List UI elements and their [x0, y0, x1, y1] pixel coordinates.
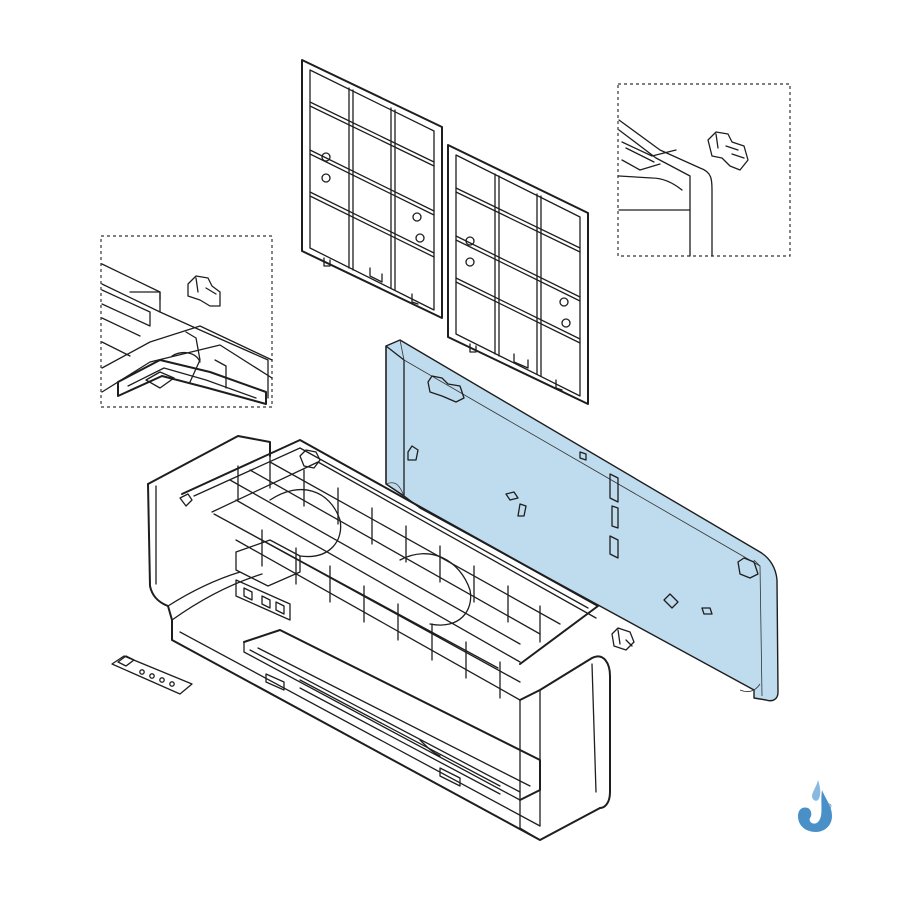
indoor-unit-body — [147, 435, 635, 841]
air-filter-left — [301, 59, 443, 319]
brand-logo-icon — [798, 780, 832, 832]
detail-view-left — [100, 235, 273, 408]
display-label — [111, 655, 193, 695]
air-filter-right — [447, 144, 589, 405]
detail-view-right — [617, 83, 791, 257]
front-panel — [385, 339, 779, 702]
